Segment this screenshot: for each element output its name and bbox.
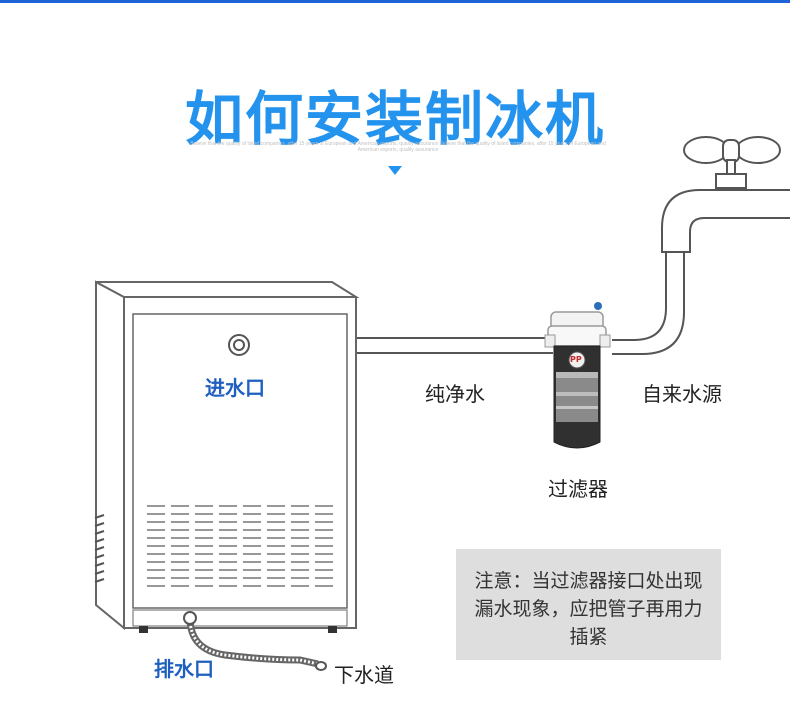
note-box: 注意：当过滤器接口处出现漏水现象，应把管子再用力插紧 [456, 549, 721, 660]
top-accent-bar [0, 0, 790, 3]
filter-label: 过滤器 [548, 477, 608, 501]
drain-hose [183, 611, 327, 671]
page-title: 如何安装制冰机 [184, 85, 605, 153]
side-vents [94, 514, 105, 583]
filter-badge: PP [570, 355, 582, 364]
ice-machine [95, 280, 360, 633]
note-text: 注意：当过滤器接口处出现漏水现象，应把管子再用力插紧 [474, 570, 703, 648]
drain-label: 排水口 [154, 657, 214, 681]
water-filter-icon [544, 302, 611, 449]
water-source-label: 自来水源 [642, 382, 722, 406]
pure-water-label: 纯净水 [425, 382, 485, 406]
down-arrow-icon [388, 166, 402, 175]
supply-pipe [612, 252, 685, 355]
sewer-label: 下水道 [334, 663, 394, 687]
front-vents [147, 505, 333, 587]
page-subtitle: Believe that the quality of listed compa… [190, 141, 606, 153]
inlet-label: 进水口 [205, 376, 265, 400]
faucet-icon [661, 136, 790, 253]
inlet-fitting-icon [228, 334, 250, 356]
